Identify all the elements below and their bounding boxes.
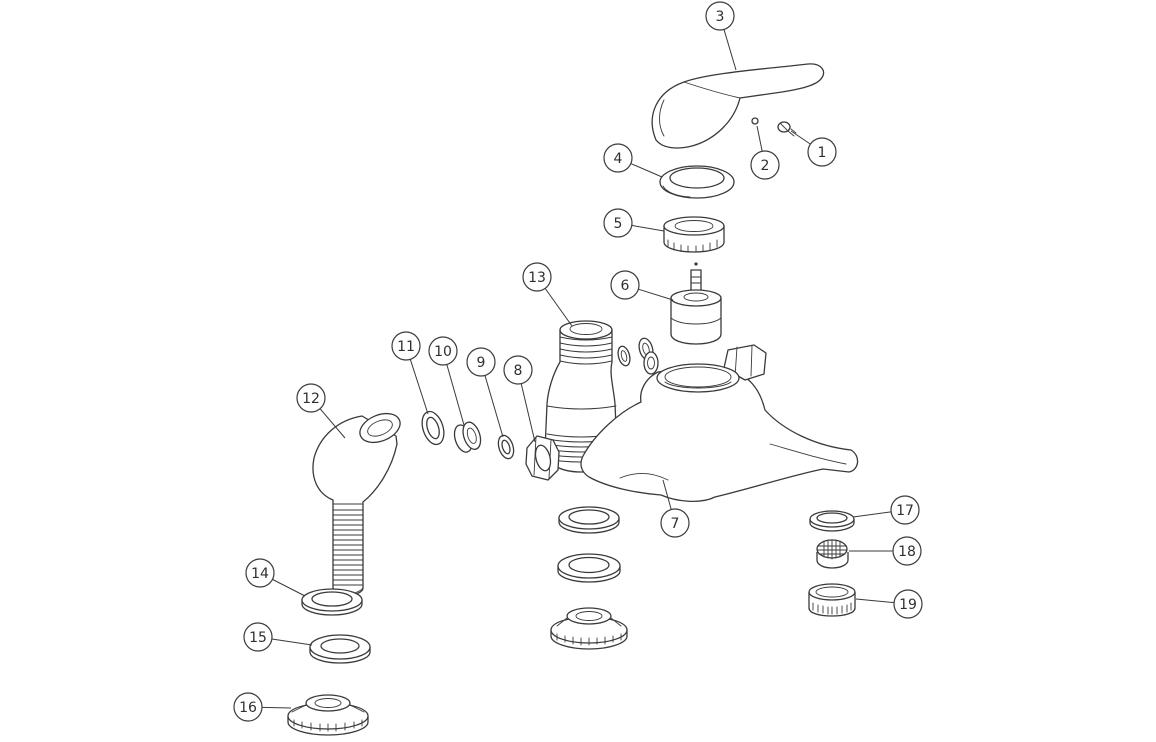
callout-6-cartridge: 6	[610, 270, 674, 301]
callout-balloon	[892, 536, 922, 566]
callout-balloon	[705, 1, 735, 31]
callout-balloon	[603, 143, 633, 173]
part-tap-body	[580, 344, 859, 502]
callout-1-handle-screw: 1	[790, 130, 837, 167]
callout-balloon	[391, 331, 421, 361]
callout-11-washer: 11	[391, 331, 429, 415]
callout-number: 15	[249, 630, 267, 646]
callout-leader-line	[319, 408, 346, 439]
part-washer-center-top	[558, 506, 620, 534]
callout-leader-line	[409, 359, 429, 415]
callout-3-lever-handle: 3	[705, 1, 737, 71]
callout-leader-line	[261, 706, 292, 709]
callout-number: 6	[621, 278, 630, 294]
part-washer-15	[309, 634, 371, 664]
callout-leader-line	[631, 224, 665, 232]
callout-number: 9	[477, 355, 486, 371]
callout-16-backnut: 16	[233, 692, 292, 722]
callout-number: 4	[614, 151, 623, 167]
callout-7-tap-body: 7	[660, 479, 690, 538]
part-washer-9	[497, 434, 515, 460]
callout-number: 16	[239, 700, 257, 716]
callout-leader-line	[630, 163, 663, 178]
callout-leader-line	[723, 29, 737, 71]
part-olive-spacer	[453, 421, 482, 453]
part-cartridge	[670, 262, 722, 345]
callout-balloon	[750, 150, 780, 180]
callout-9-washer: 9	[466, 347, 504, 438]
callout-17-aerator-washer: 17	[852, 495, 920, 525]
callout-number: 18	[898, 544, 916, 560]
callout-leader-line	[756, 125, 763, 152]
callout-number: 10	[434, 344, 452, 360]
callout-balloon	[296, 383, 326, 413]
callout-number: 19	[899, 597, 917, 613]
callout-number: 8	[514, 363, 523, 379]
part-lever-handle	[651, 63, 825, 149]
callout-number: 11	[397, 339, 415, 355]
part-aerator-washer	[809, 510, 855, 532]
callout-5-bonnet-nut: 5	[603, 208, 665, 238]
callout-balloon	[660, 508, 690, 538]
callout-balloon	[603, 208, 633, 238]
callout-leader-line	[520, 383, 536, 443]
part-inlet-elbow	[312, 412, 401, 596]
part-backnut-center	[550, 607, 628, 650]
callout-number: 14	[251, 566, 269, 582]
part-aerator-insert	[816, 539, 849, 569]
callout-balloon	[503, 355, 533, 385]
callout-18-aerator-insert: 18	[849, 536, 922, 566]
callout-leader-line	[638, 288, 674, 301]
callout-19-aerator-housing: 19	[855, 589, 923, 619]
callout-number: 5	[614, 216, 623, 232]
callout-balloon	[610, 270, 640, 300]
part-backnut-16	[287, 694, 369, 736]
part-washer-11	[421, 410, 445, 446]
callout-leader-line	[446, 364, 465, 426]
callout-balloon	[890, 495, 920, 525]
part-washer-14	[301, 588, 363, 616]
callout-number: 7	[671, 516, 680, 532]
callout-number: 2	[761, 158, 770, 174]
callout-number: 13	[528, 270, 546, 286]
callout-15-washer: 15	[243, 622, 313, 652]
part-handle-screw	[777, 121, 797, 137]
callout-2-screw-plug: 2	[750, 125, 780, 180]
callout-balloon	[522, 262, 552, 292]
part-dome-collar	[659, 165, 735, 199]
callout-balloon	[466, 347, 496, 377]
part-screw-plug	[751, 117, 759, 125]
callout-balloon	[243, 622, 273, 652]
callout-8-hex-nut: 8	[503, 355, 536, 443]
part-o-ring	[617, 345, 631, 367]
callout-balloon	[807, 137, 837, 167]
callout-balloon	[428, 336, 458, 366]
callout-10-olive-spacer: 10	[428, 336, 465, 426]
callout-leader-line	[271, 638, 313, 646]
callout-leader-line	[855, 598, 895, 604]
callout-leader-line	[272, 578, 306, 597]
part-hex-nut	[525, 435, 560, 481]
callout-number: 12	[302, 391, 320, 407]
callout-balloon	[233, 692, 263, 722]
callout-number: 1	[818, 145, 827, 161]
callout-number: 17	[896, 503, 914, 519]
callout-number: 3	[716, 9, 725, 25]
callout-balloon	[245, 558, 275, 588]
part-aerator-housing	[808, 583, 856, 617]
callout-leader-line	[852, 511, 892, 518]
callout-balloon	[893, 589, 923, 619]
callout-leader-line	[790, 130, 811, 145]
callout-12-inlet-elbow: 12	[296, 383, 346, 439]
callout-4-dome-collar: 4	[603, 143, 663, 178]
callout-13-inlet-pipe: 13	[522, 262, 573, 327]
part-washer-center-bottom	[557, 553, 621, 583]
callout-14-washer: 14	[245, 558, 306, 597]
callout-leader-line	[484, 375, 504, 438]
part-bonnet-nut	[663, 216, 725, 253]
callout-leader-line	[544, 288, 573, 327]
callout-leader-line	[662, 479, 672, 510]
